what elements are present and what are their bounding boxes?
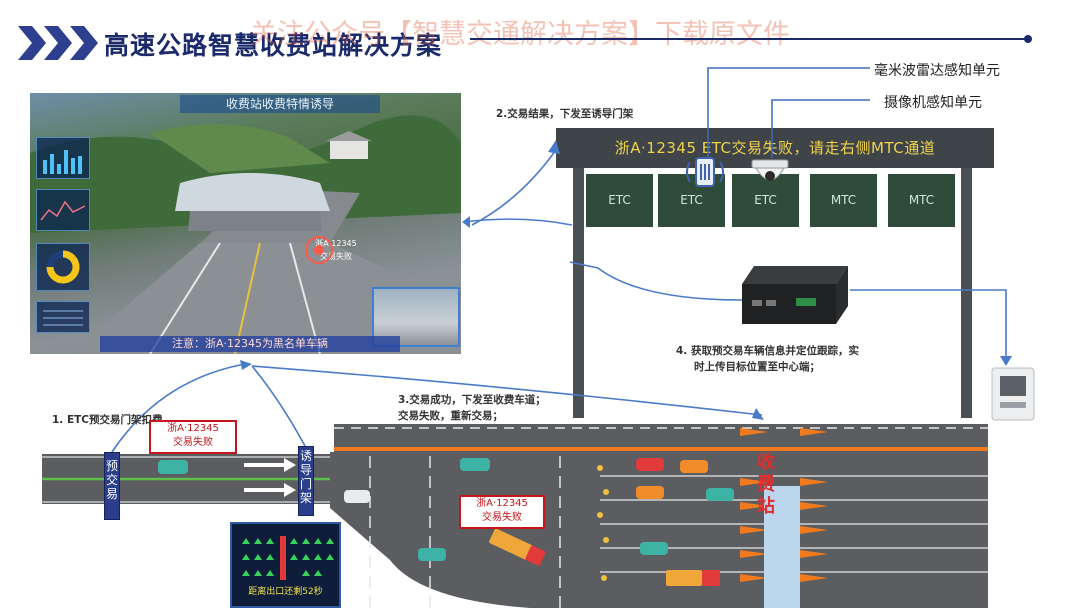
led-countdown-text: 距离出口还剩52秒: [248, 587, 323, 597]
chevron-arrows-icon: [18, 26, 98, 60]
vehicle-cars: [158, 458, 734, 586]
lane-sign-1: ETC: [586, 174, 653, 227]
popup-status: 交易失败: [320, 252, 352, 261]
bar-stat-widget: [36, 137, 90, 179]
lane-sign-5: MTC: [888, 174, 955, 227]
watermark-text: 关注公众号【智慧交通解决方案】下载原文件: [250, 19, 790, 50]
toll-station-label: 收费站: [757, 452, 775, 517]
plate-number: 浙A·12345: [476, 498, 528, 509]
donut-stat-widget: [36, 243, 90, 291]
step4-label-line2: 时上传目标位置至中心端；: [694, 361, 820, 373]
lane-sign-4: MTC: [810, 174, 877, 227]
edge-computing-unit: [742, 266, 848, 324]
plate-status: 交易失败: [482, 512, 522, 523]
radar-sensor-icon: [686, 157, 724, 187]
target-ring-icon: [305, 236, 333, 264]
step3-label-line1: 3.交易成功，下发至收费车道；: [398, 394, 546, 406]
photo-panel-title: 收费站收费特情诱导: [180, 95, 380, 113]
failed-plate-box-1: 浙A·12345 交易失败: [149, 420, 237, 454]
gantry-message: 浙A·12345 ETC交易失败，请走右侧MTC通道: [614, 139, 936, 157]
pretrade-gantry-banner: 预交易: [104, 452, 120, 520]
toll-station-photo-panel: 收费站收费特情诱导 浙A·12345 交易失败 注意：浙A·12345为黑名单车…: [30, 93, 461, 354]
header-rule: [470, 38, 1028, 40]
list-stat-widget: [36, 301, 90, 333]
failed-plate-box-2: 浙A·12345 交易失败: [459, 495, 545, 529]
gantry-post-left: [573, 168, 584, 418]
sensor-callout-lines: [707, 67, 870, 158]
toll-plaza-scene: [30, 115, 461, 354]
plate-status: 交易失败: [173, 437, 213, 448]
step4-label-line1: 4. 获取预交易车辆信息并定位跟踪，实: [676, 345, 859, 357]
lane-arrow-grid: [242, 536, 334, 580]
blacklist-alert: 注意：浙A·12345为黑名单车辆: [100, 336, 400, 352]
camera-label: 摄像机感知单元: [884, 95, 982, 111]
popup-plate: 浙A·12345: [315, 239, 357, 248]
page-title: 高速公路智慧收费站解决方案: [104, 31, 443, 60]
lane-sign-3: ETC: [732, 174, 799, 227]
header-rule-dot: [1024, 35, 1032, 43]
radar-label: 毫米波雷达感知单元: [874, 63, 1000, 79]
step2-label: 2.交易结果，下发至诱导门架: [496, 108, 634, 120]
gantry-post-right: [961, 168, 972, 418]
server-terminal-icon: [991, 367, 1035, 421]
led-countdown-sign: 距离出口还剩52秒: [230, 522, 341, 608]
step1-label: 1. ETC预交易门架扣费: [52, 414, 163, 426]
line-stat-widget: [36, 189, 90, 231]
plate-number: 浙A·12345: [167, 423, 219, 434]
guidance-gantry-banner: 诱导门架: [298, 446, 314, 516]
plate-popup: 浙A·12345 交易失败: [312, 237, 360, 265]
dome-camera-icon: [751, 159, 789, 181]
step3-label-line2: 交易失败，重新交易；: [398, 410, 503, 422]
